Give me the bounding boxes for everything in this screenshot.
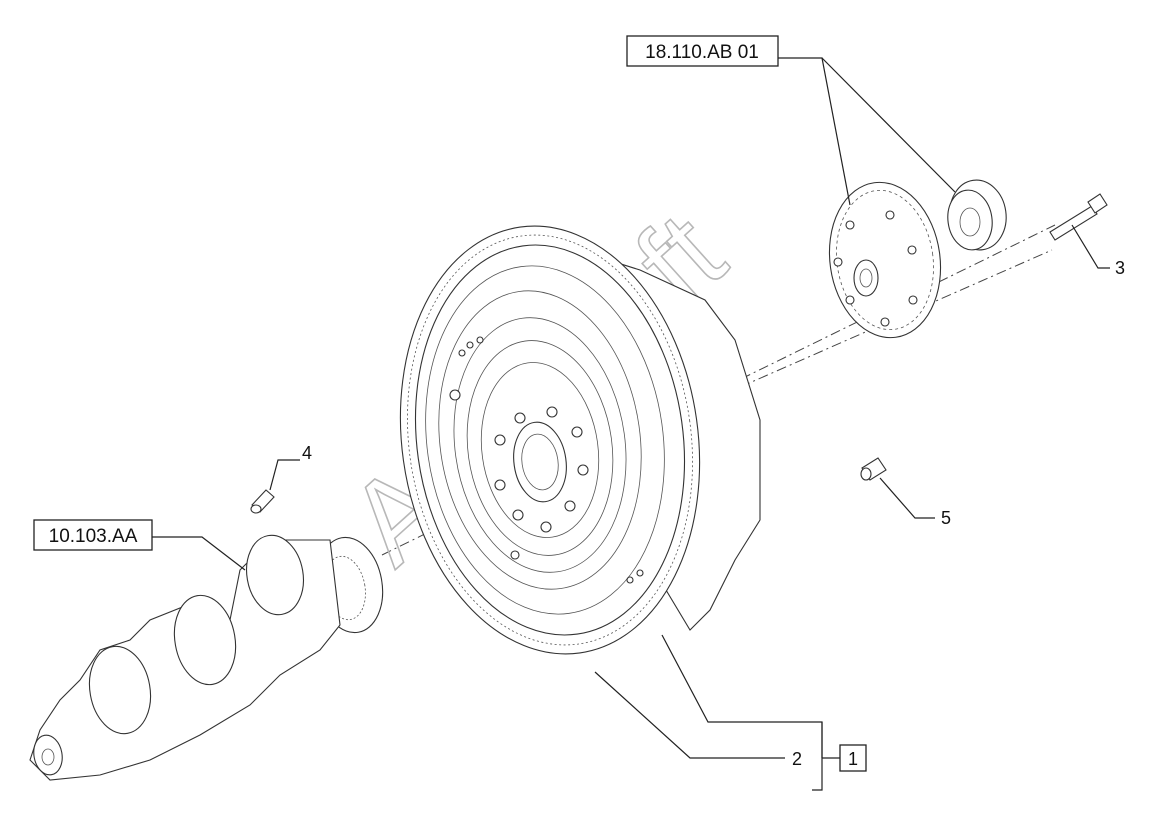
- ref-label-18-110-ab-01: 18.110.AB 01: [645, 42, 759, 63]
- dowel-pin-4: [250, 489, 275, 514]
- crankshaft: [29, 534, 384, 781]
- item-label-4: 4: [302, 443, 312, 463]
- leader-lines: [152, 57, 1110, 791]
- spacer-ring: [947, 179, 1007, 251]
- ref-label-10-103-aa: 10.103.AA: [49, 526, 138, 547]
- ref-box-left: 10.103.AA: [33, 519, 153, 551]
- item-label-3: 3: [1115, 258, 1125, 278]
- item-label-1: 1: [848, 749, 858, 769]
- item-label-2: 2: [792, 749, 802, 769]
- flex-plate: [828, 181, 942, 339]
- flywheel: [399, 225, 761, 655]
- item-label-5: 5: [941, 508, 951, 528]
- bolt: [1049, 193, 1108, 241]
- ref-box-top: 18.110.AB 01: [626, 35, 779, 67]
- dowel-pin-5: [860, 457, 887, 481]
- item-box-1: 1: [839, 744, 867, 772]
